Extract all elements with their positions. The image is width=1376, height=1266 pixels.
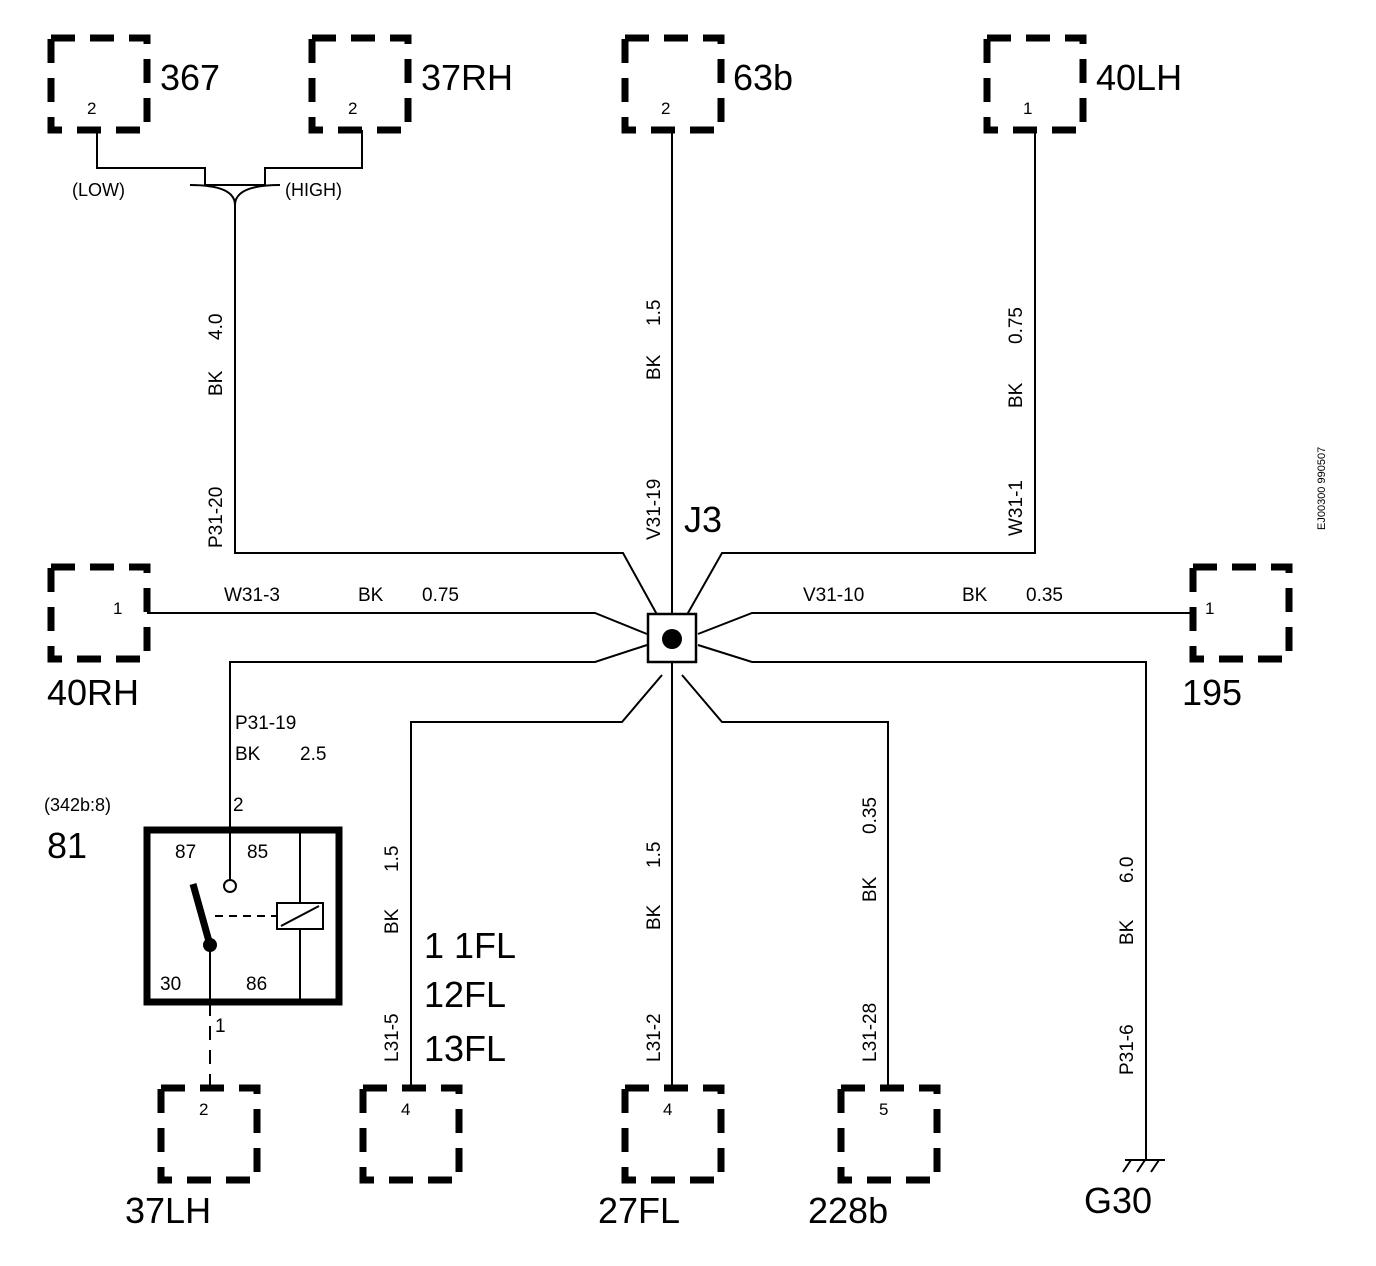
merge-brace (189, 184, 281, 206)
connector-63b-pin: 2 (661, 99, 670, 118)
connector-195-pin: 1 (1205, 599, 1214, 618)
connector-37rh-label: 37RH (421, 57, 513, 98)
wire-l31-28-id: L31-28 (860, 1003, 881, 1062)
wire-p31-20-size: 4.0 (206, 314, 227, 340)
wire-p31-19 (229, 644, 648, 880)
connector-40lh-box (983, 34, 1087, 134)
ground-icon (1122, 1159, 1165, 1173)
wire-p31-20-labels: P31-20 BK 4.0 (206, 314, 227, 548)
wire-v31-19-id: V31-19 (644, 479, 665, 540)
connector-11fl-box (359, 1084, 463, 1184)
wire-l31-2-color: BK (644, 904, 665, 930)
connector-40rh-label: 40RH (47, 672, 139, 713)
low-label: (LOW) (72, 180, 125, 200)
connector-195-label: 195 (1182, 672, 1242, 713)
connector-27fl-box (621, 1084, 725, 1184)
connector-40rh-box (47, 563, 151, 663)
connector-228b-label: 228b (808, 1190, 888, 1231)
connector-37lh-pin: 2 (199, 1100, 208, 1119)
low-high-wire (96, 130, 363, 186)
connector-27fl-pin: 4 (663, 1100, 672, 1119)
wire-l31-28-color: BK (860, 876, 881, 902)
wire-w31-1-labels: W31-1 BK 0.75 (1006, 307, 1027, 536)
wire-p31-19-size: 2.5 (300, 744, 326, 765)
connector-37lh-label: 37LH (125, 1190, 211, 1231)
wire-p31-6-color: BK (1117, 919, 1138, 945)
wire-w31-3 (147, 612, 648, 635)
connector-27fl-label: 27FL (598, 1190, 680, 1231)
wire-p31-6 (697, 644, 1147, 1160)
high-label: (HIGH) (285, 180, 342, 200)
relay-terminal-30: 30 (160, 974, 181, 995)
connector-367-pin: 2 (87, 99, 96, 118)
connector-11fl-pin: 4 (401, 1100, 410, 1119)
wire-l31-2-size: 1.5 (644, 842, 665, 868)
splice-j3-label: J3 (684, 499, 722, 540)
wire-p31-20-color: BK (206, 370, 227, 396)
relay-pin-bottom: 1 (215, 1016, 226, 1037)
wire-v31-10-color: BK (962, 585, 988, 606)
wire-w31-1 (683, 130, 1036, 621)
wire-l31-5 (410, 674, 663, 1088)
connector-367-box (47, 34, 151, 134)
connector-40lh-pin: 1 (1023, 99, 1032, 118)
wire-w31-3-id: W31-3 (224, 585, 280, 606)
wire-v31-19-labels: V31-19 BK 1.5 (644, 300, 665, 540)
doc-code: EJ00300 990507 (1316, 447, 1328, 530)
wire-p31-6-size: 6.0 (1117, 857, 1138, 883)
wire-v31-19-color: BK (644, 354, 665, 380)
ground-g30-label: G30 (1084, 1180, 1152, 1221)
wire-w31-3-size: 0.75 (422, 585, 459, 606)
wire-w31-3-color: BK (358, 585, 384, 606)
relay-ref: (342b:8) (44, 795, 111, 815)
wire-l31-5-size: 1.5 (382, 846, 403, 872)
connector-40rh-pin: 1 (113, 599, 122, 618)
wire-p31-6-labels: P31-6 BK 6.0 (1117, 857, 1138, 1075)
wire-l31-28-size: 0.35 (860, 797, 881, 834)
wire-p31-6-id: P31-6 (1117, 1024, 1138, 1075)
wire-l31-2-id: L31-2 (644, 1013, 665, 1062)
connector-228b-pin: 5 (879, 1100, 888, 1119)
connector-63b-label: 63b (733, 57, 793, 98)
wire-v31-10-size: 0.35 (1026, 585, 1063, 606)
relay-coil-diagonal (280, 905, 320, 927)
relay-switch-arm-icon (189, 883, 214, 946)
location-12fl: 12FL (424, 974, 506, 1015)
connector-37rh-pin: 2 (348, 99, 357, 118)
location-11fl: 1 1FL (424, 925, 516, 966)
location-13fl: 13FL (424, 1028, 506, 1069)
relay-terminal-86: 86 (246, 974, 267, 995)
splice-j3-dot (662, 629, 682, 649)
relay-pin-top: 2 (233, 795, 244, 816)
wire-p31-19-id: P31-19 (235, 713, 296, 734)
connector-37lh-box (157, 1084, 261, 1184)
wire-v31-10-id: V31-10 (803, 585, 864, 606)
wire-l31-5-color: BK (382, 908, 403, 934)
connector-63b-box (621, 34, 725, 134)
wire-l31-5-id: L31-5 (382, 1013, 403, 1062)
connector-37rh-box (308, 34, 412, 134)
wire-l31-28 (681, 674, 889, 1088)
connector-367-label: 367 (160, 57, 220, 98)
wire-l31-28-labels: L31-28 BK 0.35 (860, 797, 881, 1062)
wire-p31-20 (234, 205, 661, 621)
relay-terminal-87: 87 (175, 842, 196, 863)
wire-p31-20-id: P31-20 (206, 487, 227, 548)
wire-p31-19-color: BK (235, 744, 261, 765)
wire-w31-1-color: BK (1006, 382, 1027, 408)
connector-228b-box (837, 1084, 941, 1184)
wire-l31-5-labels: L31-5 BK 1.5 (382, 846, 403, 1062)
relay-contact-85 (223, 879, 237, 893)
relay-81-box (143, 826, 343, 1006)
wire-w31-1-id: W31-1 (1006, 480, 1027, 536)
wire-w31-1-size: 0.75 (1006, 307, 1027, 344)
wire-l31-2-labels: L31-2 BK 1.5 (644, 842, 665, 1062)
relay-terminal-85: 85 (247, 842, 268, 863)
wire-v31-19-size: 1.5 (644, 300, 665, 326)
relay-label: 81 (47, 825, 87, 866)
connector-40lh-label: 40LH (1096, 57, 1182, 98)
wire-v31-10 (697, 612, 1193, 635)
